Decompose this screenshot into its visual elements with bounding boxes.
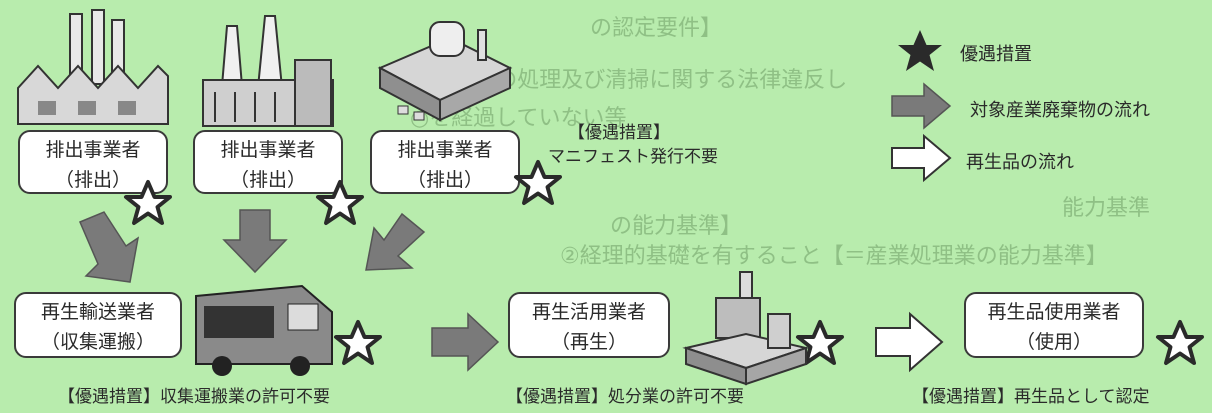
star-icon	[124, 180, 172, 225]
legend-dark-arrow-label: 対象産業廃棄物の流れ	[970, 100, 1150, 121]
legend-star-label: 優遇措置	[960, 44, 1032, 65]
truck-icon	[195, 284, 333, 376]
legend-white-arrow-icon	[891, 133, 952, 183]
discharger-box-1: 排出事業者 （排出）	[18, 130, 168, 194]
background-text: ②経理的基礎を有すること【＝産業処理業の能力基準】	[560, 244, 1108, 269]
background-text: の認定要件】	[590, 16, 723, 41]
recycler-box: 再生活用業者 （再生）	[508, 292, 670, 358]
recycling-machine-icon	[682, 271, 810, 386]
product-user-box: 再生品使用業者 （使用）	[964, 292, 1144, 358]
flow-arrow-down-icon	[222, 209, 288, 274]
product-arrow-right-icon	[875, 311, 944, 373]
flow-arrow-right-icon	[431, 312, 500, 372]
factory-2-icon	[202, 15, 334, 127]
manifest-note-heading: 【優遇措置】	[568, 123, 670, 143]
transport-note: 【優遇措置】収集運搬業の許可不要	[58, 387, 330, 407]
factory-1-icon	[17, 9, 169, 125]
discharger-box-2: 排出事業者 （排出）	[193, 130, 343, 194]
star-icon	[316, 180, 364, 225]
star-icon	[334, 320, 382, 365]
legend-dark-arrow-icon	[891, 82, 952, 130]
flow-arrow-down-icon	[365, 212, 426, 271]
power-plant-icon	[377, 21, 513, 122]
background-text: 能力基準	[1062, 196, 1151, 221]
disposal-note: 【優遇措置】処分業の許可不要	[506, 387, 744, 407]
flow-arrow-down-icon	[79, 211, 140, 283]
legend-white-arrow-label: 再生品の流れ	[966, 152, 1074, 173]
background-text: の能力基準】	[610, 214, 743, 239]
legend-star-icon	[898, 30, 942, 71]
certified-note: 【優遇措置】再生品として認定	[912, 387, 1150, 407]
manifest-note-text: マニフェスト発行不要	[548, 147, 718, 167]
star-icon	[514, 160, 562, 205]
discharger-box-3: 排出事業者 （排出）	[370, 130, 520, 194]
transporter-box: 再生輸送業者 （収集運搬）	[14, 292, 182, 358]
star-icon	[1156, 320, 1204, 365]
